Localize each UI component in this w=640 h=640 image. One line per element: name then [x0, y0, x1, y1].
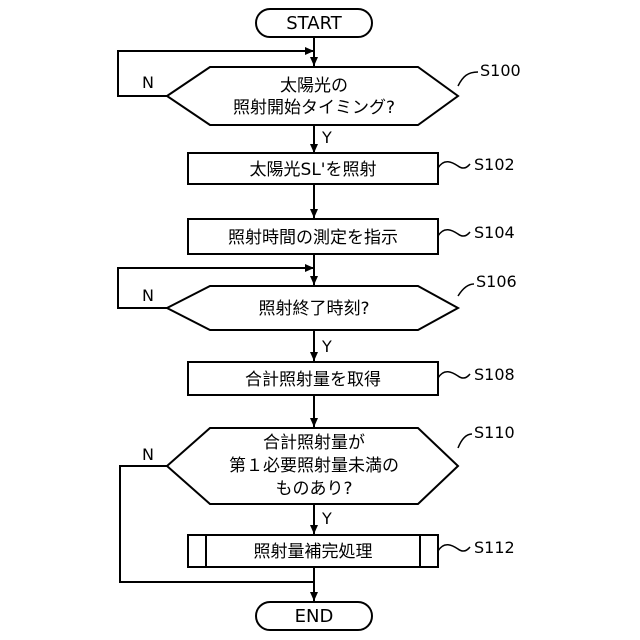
step-pointer-s104 — [438, 230, 470, 236]
decision-s110-line2: 第１必要照射量未満の — [229, 456, 399, 476]
step-id-s110: S110 — [474, 423, 515, 442]
no-label-s110: N — [142, 445, 154, 464]
step-id-s102: S102 — [474, 155, 515, 174]
process-s104-label: 照射時間の測定を指示 — [228, 228, 398, 248]
process-s108-label: 合計照射量を取得 — [245, 370, 381, 390]
step-id-s108: S108 — [474, 365, 515, 384]
step-pointer-s106 — [458, 284, 474, 296]
no-label-s106: N — [142, 286, 154, 305]
yes-label-s106: Y — [321, 337, 332, 356]
step-pointer-s108 — [438, 372, 470, 378]
decision-s106-label: 照射終了時刻? — [258, 299, 369, 319]
step-pointer-s110 — [458, 434, 472, 448]
subprocess-s112-label: 照射量補完処理 — [254, 542, 373, 562]
decision-s110: 合計照射量が 第１必要照射量未満の ものあり? — [167, 428, 458, 504]
start-terminator: START — [256, 9, 372, 37]
decision-s100: 太陽光の 照射開始タイミング? — [167, 67, 458, 125]
step-id-s100: S100 — [480, 61, 521, 80]
end-label: END — [295, 606, 334, 627]
decision-s110-line3: ものあり? — [275, 479, 352, 499]
decision-s100-line1: 太陽光の — [280, 76, 348, 96]
yes-label-s110: Y — [321, 509, 332, 528]
no-label-s100: N — [142, 73, 154, 92]
process-s104: 照射時間の測定を指示 — [188, 219, 438, 254]
start-label: START — [286, 13, 343, 34]
step-pointer-s112 — [438, 545, 470, 551]
step-pointer-s100 — [458, 72, 478, 86]
step-id-s104: S104 — [474, 223, 515, 242]
step-id-s112: S112 — [474, 538, 515, 557]
yes-label-s100: Y — [321, 128, 332, 147]
decision-s100-line2: 照射開始タイミング? — [233, 98, 395, 118]
decision-s110-line1: 合計照射量が — [263, 433, 365, 453]
process-s108: 合計照射量を取得 — [188, 362, 438, 395]
step-id-s106: S106 — [476, 272, 517, 291]
process-s102: 太陽光SL'を照射 — [188, 153, 438, 184]
end-terminator: END — [256, 602, 372, 630]
subprocess-s112: 照射量補完処理 — [188, 535, 438, 567]
decision-s106: 照射終了時刻? — [167, 286, 458, 330]
process-s102-label: 太陽光SL'を照射 — [250, 160, 377, 180]
step-pointer-s102 — [438, 162, 470, 168]
